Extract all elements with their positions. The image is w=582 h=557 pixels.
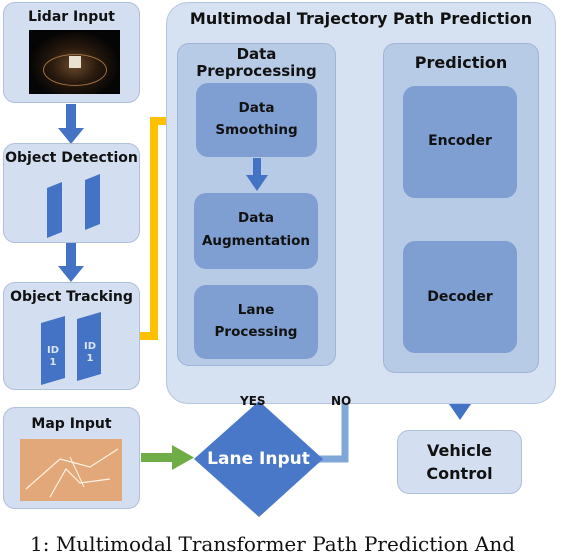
arrow-lidar-to-detection bbox=[58, 104, 84, 144]
arrow-smoothing-to-augmentation bbox=[246, 158, 268, 191]
object-detection-node: Object Detection bbox=[3, 143, 140, 243]
lane-processing-step: Lane Processing bbox=[194, 285, 318, 359]
data-augmentation-step: Data Augmentation bbox=[194, 193, 318, 269]
vehicle-control-line1: Vehicle bbox=[426, 441, 493, 460]
map-input-node: Map Input bbox=[3, 407, 140, 509]
data-smoothing-step: Data Smoothing bbox=[196, 83, 317, 157]
detection-frames-icon bbox=[47, 174, 100, 238]
lane-processing-line2: Processing bbox=[214, 324, 298, 340]
no-label: NO bbox=[331, 394, 352, 408]
lidar-point-cloud-image bbox=[29, 30, 120, 94]
lane-input-diamond-layer bbox=[194, 401, 323, 517]
map-image bbox=[20, 439, 122, 501]
figure-caption: 1: Multimodal Transformer Path Predictio… bbox=[30, 532, 516, 556]
vehicle-control-line2: Control bbox=[426, 464, 493, 483]
encoder-block: Encoder bbox=[403, 86, 517, 198]
tracking-id-1: ID 1 bbox=[46, 345, 60, 368]
object-detection-label: Object Detection bbox=[5, 150, 138, 166]
lidar-ring-icon bbox=[43, 54, 107, 86]
data-smoothing-line1: Data bbox=[238, 100, 275, 116]
decoder-label: Decoder bbox=[427, 289, 493, 305]
encoder-label: Encoder bbox=[428, 133, 492, 149]
data-augmentation-line2: Augmentation bbox=[201, 233, 311, 249]
object-tracking-node: Object Tracking ID 1 ID 1 bbox=[3, 282, 140, 390]
preprocessing-title-2: Preprocessing bbox=[196, 62, 317, 80]
yes-label: YES bbox=[240, 394, 266, 408]
prediction-title: Prediction bbox=[414, 53, 508, 72]
lane-input-label: Lane Input bbox=[207, 449, 310, 469]
vehicle-control-node: Vehicle Control bbox=[397, 430, 522, 494]
tracking-id-2: ID 1 bbox=[83, 341, 97, 364]
smoothing-to-augmentation-layer bbox=[246, 158, 268, 191]
lidar-input-label: Lidar Input bbox=[28, 9, 115, 25]
panel-title: Multimodal Trajectory Path Prediction bbox=[189, 9, 533, 28]
map-roads-icon bbox=[25, 448, 119, 498]
lane-input-diamond bbox=[194, 401, 323, 517]
object-tracking-label: Object Tracking bbox=[10, 289, 133, 305]
decoder-block: Decoder bbox=[403, 241, 517, 353]
data-smoothing-line2: Smoothing bbox=[215, 122, 298, 138]
arrow-detection-to-tracking bbox=[58, 243, 84, 282]
data-augmentation-line1: Data bbox=[238, 210, 274, 226]
lane-processing-line1: Lane bbox=[237, 302, 275, 318]
map-input-label: Map Input bbox=[31, 416, 112, 432]
arrow-map-to-lane bbox=[141, 445, 194, 470]
tracking-frames-icon bbox=[41, 312, 101, 385]
preprocessing-title-1: Data bbox=[236, 45, 277, 63]
lidar-input-node: Lidar Input bbox=[3, 2, 140, 103]
